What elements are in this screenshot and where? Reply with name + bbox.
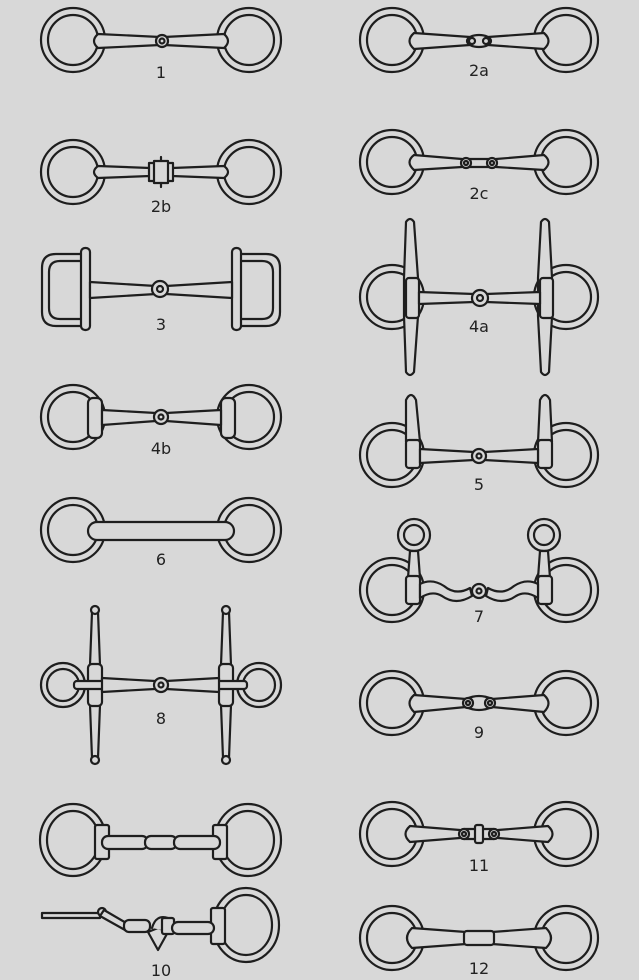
bit-4a-full-cheek [360,219,598,375]
label-2a: 2a [449,62,509,80]
label-1: 1 [131,64,191,82]
label-10: 10 [131,962,191,980]
label-2b: 2b [131,198,191,216]
label-9: 9 [449,724,509,742]
label-2c: 2c [449,185,509,203]
label-4b: 4b [131,440,191,458]
label-4a: 4a [449,318,509,336]
label-7: 7 [449,608,509,626]
bit-10-curb-chain [42,888,279,962]
label-11: 11 [449,857,509,875]
label-8: 8 [131,710,191,728]
label-12: 12 [449,960,509,978]
label-5: 5 [449,476,509,494]
bit-5-half-cheek [360,395,598,487]
label-6: 6 [131,551,191,569]
bit-8-fulmer [41,606,281,764]
label-3: 3 [131,316,191,334]
bit-2b-centre-lozenge [41,140,281,204]
bit-10-eggbutt-link [40,804,281,876]
